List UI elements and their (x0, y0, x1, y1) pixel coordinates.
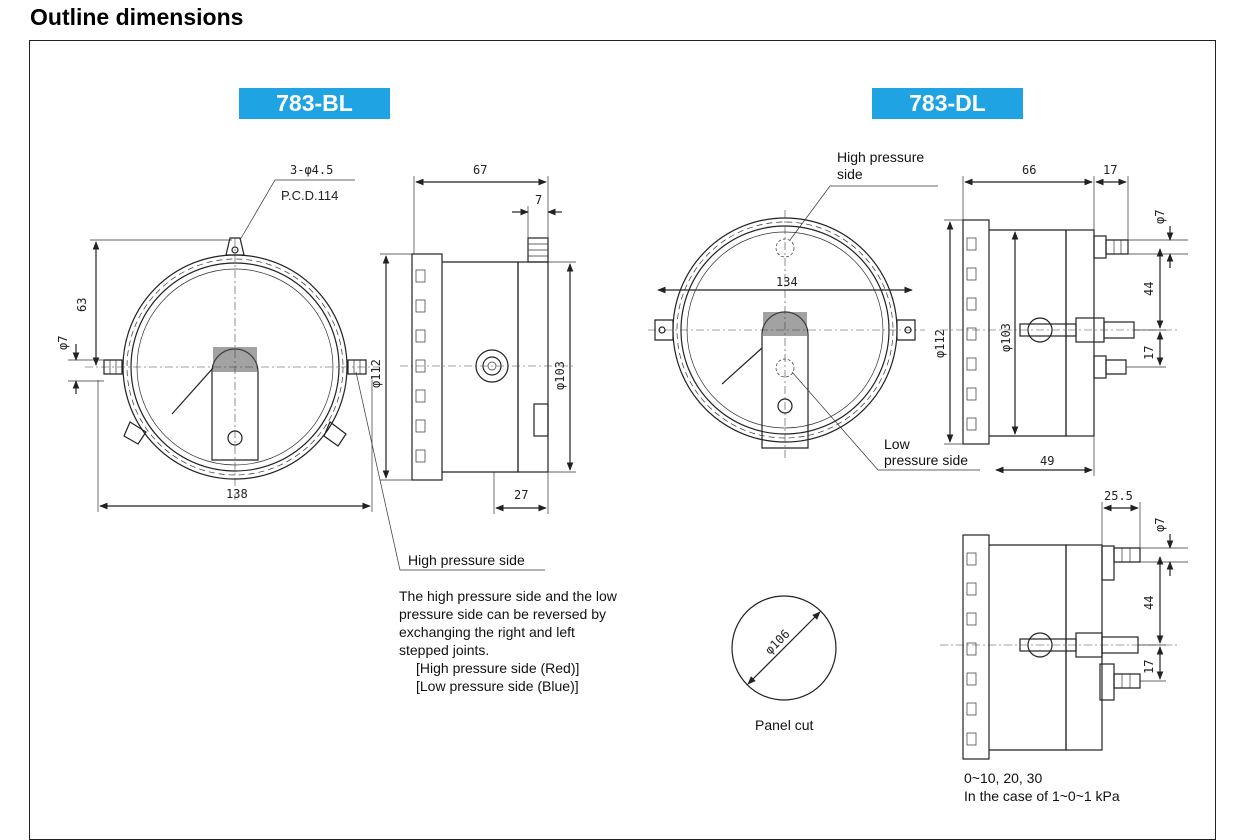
bl-dim-63: 63 (75, 298, 89, 312)
bl-note-line-3: exchanging the right and left (399, 624, 575, 640)
bl-front-view (68, 179, 545, 571)
dl-dim-phi103: φ103 (999, 323, 1013, 352)
bl-note-line-1: The high pressure side and the low (399, 588, 617, 604)
bl-dim-phi7: φ7 (56, 336, 70, 350)
bl-dim-phi112: φ112 (369, 359, 383, 388)
dl-high-pressure-label-2: side (837, 166, 863, 182)
model-badge-783-dl: 783-DL (872, 88, 1023, 119)
bl-note-line-2: pressure side can be reversed by (399, 606, 606, 622)
bl-dim-phi103: φ103 (553, 361, 567, 390)
bl-holes-text: 3-φ4.5 (290, 163, 333, 177)
dl-low-dim-44: 44 (1142, 596, 1156, 610)
dl-side-view-lower (940, 502, 1188, 760)
bl-note-line-4: stepped joints. (399, 642, 490, 658)
dl-low-dim-17: 17 (1142, 660, 1156, 674)
dl-low-caption-1: 0~10, 20, 30 (964, 770, 1043, 786)
dl-low-pressure-label-2: pressure side (884, 452, 969, 468)
dl-low-pressure-label-1: Low (884, 436, 910, 452)
panel-cut-dim: φ106 (762, 627, 792, 657)
dl-side-view-upper (940, 176, 1188, 476)
bl-note-line-6: [Low pressure side (Blue)] (416, 678, 579, 694)
bl-side-view (380, 176, 576, 514)
dl-dim-66: 66 (1022, 163, 1036, 177)
panel-cut-drawing (731, 595, 837, 701)
dl-dim-17-top: 17 (1103, 163, 1117, 177)
dl-low-dim-25-5: 25.5 (1104, 489, 1133, 503)
page-title: Outline dimensions (30, 4, 244, 30)
dl-dim-134: 134 (776, 275, 798, 289)
dl-dim-44: 44 (1142, 282, 1156, 296)
dl-high-pressure-label-1: High pressure (837, 149, 925, 165)
model-badge-783-bl: 783-BL (239, 88, 390, 119)
dl-low-caption-2: In the case of 1~0~1 kPa (964, 788, 1120, 804)
dl-low-dim-phi7: φ7 (1153, 518, 1167, 532)
bl-pcd-text: P.C.D.114 (281, 188, 338, 203)
bl-note-line-5: [High pressure side (Red)] (416, 660, 580, 676)
bl-high-pressure-label: High pressure side (408, 552, 525, 568)
bl-dim-138: 138 (226, 487, 248, 501)
bl-dim-7: 7 (535, 193, 542, 207)
bl-dim-27: 27 (514, 488, 528, 502)
panel-cut-label: Panel cut (755, 717, 814, 733)
bl-dim-67: 67 (473, 163, 487, 177)
dl-dim-49: 49 (1040, 454, 1054, 468)
dl-dim-phi112: φ112 (933, 329, 947, 358)
dl-dim-phi7: φ7 (1153, 210, 1167, 224)
dl-dim-17-side: 17 (1142, 346, 1156, 360)
dl-front-view (648, 185, 980, 471)
